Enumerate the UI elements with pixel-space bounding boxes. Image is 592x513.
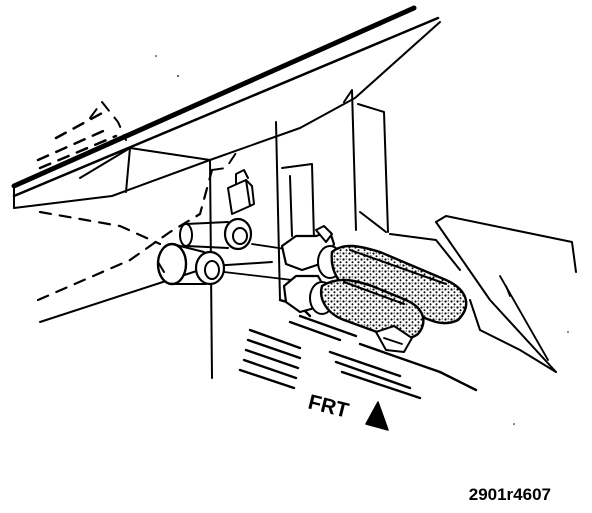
relay-block bbox=[227, 169, 255, 215]
mounting-bracket-lower bbox=[156, 242, 226, 286]
hidden-edge-lines bbox=[36, 100, 239, 302]
scan-specks bbox=[155, 55, 569, 425]
roof-rail-panel bbox=[11, 5, 441, 209]
lamp-assembly-upper bbox=[280, 225, 468, 325]
floor-ribs bbox=[238, 298, 478, 400]
lamp-assembly-lower bbox=[282, 274, 425, 353]
pillar-trim bbox=[39, 89, 389, 379]
direction-label: FRT bbox=[306, 391, 351, 423]
console-body bbox=[389, 215, 577, 373]
front-direction-indicator: FRT bbox=[306, 391, 389, 431]
reference-code: 2901r4607 bbox=[469, 485, 551, 504]
mounting-bracket-upper bbox=[179, 217, 253, 251]
direction-arrow-icon bbox=[365, 401, 389, 431]
